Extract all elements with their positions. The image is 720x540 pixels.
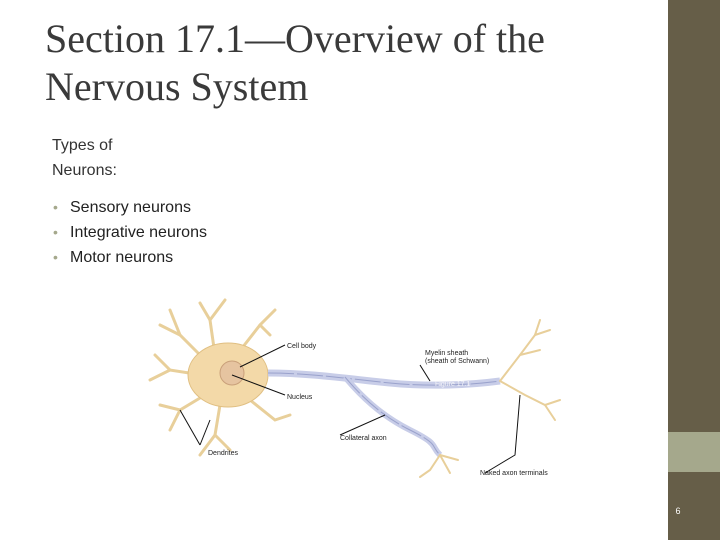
- bullet-icon: •: [53, 249, 58, 265]
- label-leader-lines: [179, 344, 521, 474]
- cell-body-label: Cell body: [287, 343, 317, 350]
- list-item-label: Integrative neurons: [70, 224, 207, 241]
- neuron-type-list: • Sensory neurons • Integrative neurons • M…: [52, 195, 207, 270]
- list-item: • Sensory neurons: [52, 195, 207, 220]
- neuron-diagram: Cell body Myelin sheath (sheath of Schwa…: [148, 298, 561, 478]
- nucleus-shape: [219, 360, 245, 386]
- dendrites-label: Dendrites: [208, 450, 238, 457]
- nucleus-label: Nucleus: [287, 394, 313, 401]
- myelin-sheath-label-detail: (sheath of Schwann): [425, 358, 489, 365]
- list-item: • Motor neurons: [52, 245, 207, 270]
- list-item: • Integrative neurons: [52, 220, 207, 245]
- bullet-icon: •: [53, 199, 58, 215]
- slide-title: Section 17.1—Overview of the Nervous Sys…: [45, 16, 545, 109]
- figure-reference-label: Figure 17.1: [435, 381, 471, 388]
- axon-illustration: [267, 369, 501, 458]
- axon-terminals-illustration: [419, 319, 561, 478]
- list-item-label: Motor neurons: [70, 249, 174, 266]
- slide-number: 6: [675, 506, 681, 516]
- list-item-label: Sensory neurons: [70, 199, 191, 216]
- dendrites-illustration: [148, 298, 292, 457]
- sidebar-accent-band: [668, 432, 720, 472]
- collateral-axon-label: Collateral axon: [340, 435, 387, 442]
- axon-terminals-label: Naked axon terminals: [480, 470, 548, 477]
- myelin-sheath-label: Myelin sheath: [425, 350, 468, 357]
- bullet-icon: •: [53, 224, 58, 240]
- intro-text: Types of Neurons:: [52, 137, 117, 179]
